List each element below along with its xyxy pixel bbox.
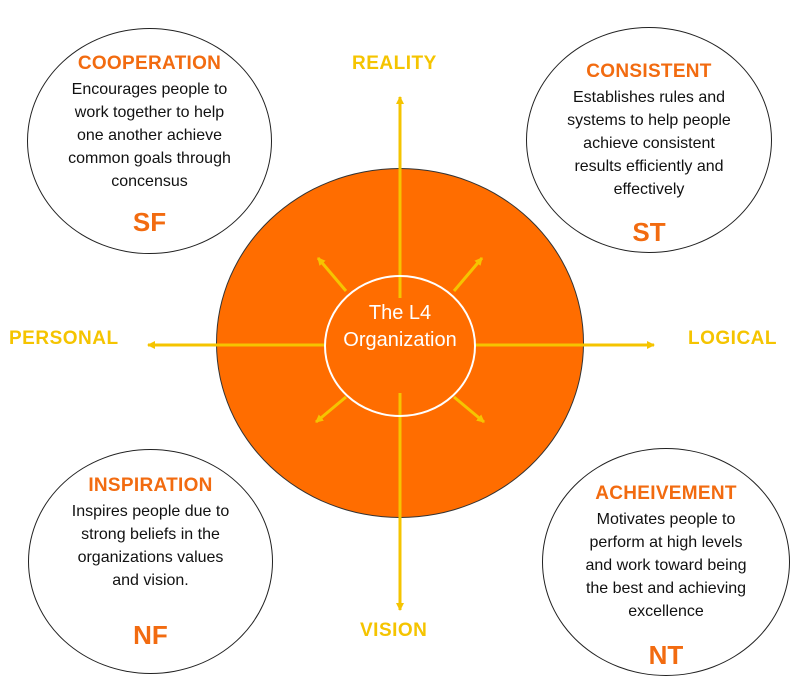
- desc-line: effectively: [613, 181, 685, 198]
- core-ring: [324, 275, 476, 417]
- desc-line: Inspires people due to: [71, 503, 230, 520]
- desc-line: Motivates people to: [596, 511, 736, 528]
- desc-line: and vision.: [112, 572, 189, 589]
- quadrant-code: NF: [133, 620, 168, 650]
- desc-line: results efficiently and: [574, 158, 724, 175]
- core-label-line1: The L4: [368, 302, 432, 324]
- desc-line: perform at high levels: [589, 534, 743, 551]
- quadrant-code: NT: [648, 640, 684, 670]
- axis-label-logical: LOGICAL: [688, 328, 777, 349]
- desc-line: strong beliefs in the: [81, 526, 220, 543]
- desc-line: organizations values: [77, 549, 224, 566]
- desc-line: and work toward being: [585, 557, 747, 574]
- quadrant-title: ACHEIVEMENT: [595, 483, 737, 504]
- core-label: The L4 Organization: [327, 300, 473, 354]
- quadrant-description: Establishes rules and systems to help pe…: [535, 86, 763, 201]
- desc-line: work together to help: [74, 104, 225, 121]
- desc-line: concensus: [111, 173, 188, 190]
- quadrant-achievement: ACHEIVEMENT Motivates people to perform …: [542, 448, 790, 676]
- desc-line: excellence: [628, 603, 704, 620]
- quadrant-title: INSPIRATION: [88, 475, 213, 496]
- desc-line: systems to help people: [567, 112, 731, 129]
- arrow-diag-bl: [315, 395, 347, 424]
- quadrant-description: Motivates people to perform at high leve…: [551, 508, 781, 623]
- axis-label-reality: REALITY: [352, 53, 437, 74]
- desc-line: common goals through: [68, 150, 231, 167]
- desc-line: the best and achieving: [585, 580, 747, 597]
- arrow-diag-tr: [452, 257, 484, 292]
- quadrant-description: Encourages people to work together to he…: [38, 78, 261, 193]
- desc-line: Establishes rules and: [572, 89, 726, 106]
- quadrant-description: Inspires people due to strong beliefs in…: [39, 500, 262, 592]
- desc-line: one another achieve: [77, 127, 222, 144]
- arrow-diag-tl: [316, 257, 348, 292]
- quadrant-code: ST: [632, 217, 666, 247]
- quadrant-code: SF: [132, 207, 167, 237]
- axis-label-vision: VISION: [360, 620, 428, 641]
- quadrant-inspiration: INSPIRATION Inspires people due to stron…: [28, 449, 273, 674]
- quadrant-title: CONSISTENT: [586, 61, 712, 82]
- core-label-line2: Organization: [343, 329, 457, 351]
- desc-line: Encourages people to: [71, 81, 228, 98]
- quadrant-cooperation: COOPERATION Encourages people to work to…: [27, 28, 272, 254]
- quadrant-title: COOPERATION: [77, 53, 222, 74]
- quadrant-consistent: CONSISTENT Establishes rules and systems…: [526, 27, 772, 253]
- axis-label-personal: PERSONAL: [9, 328, 119, 349]
- arrow-diag-br: [453, 395, 485, 424]
- desc-line: achieve consistent: [583, 135, 715, 152]
